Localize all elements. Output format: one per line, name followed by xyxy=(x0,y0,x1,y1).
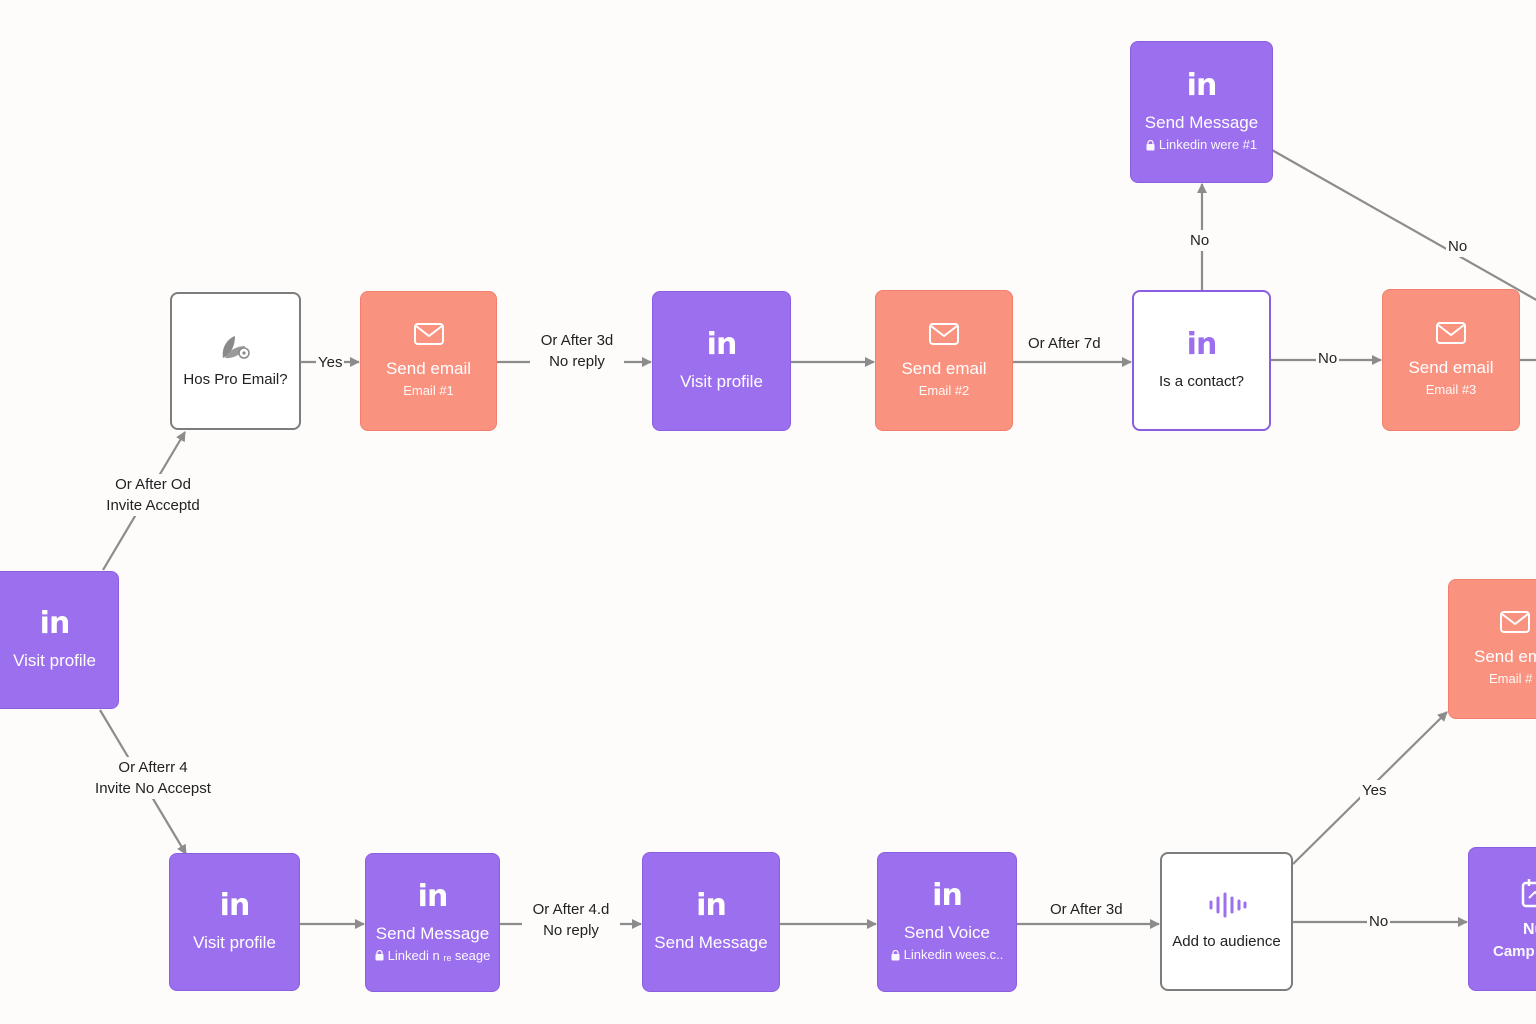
linkedin-icon: in xyxy=(932,878,963,913)
node-send-email-right[interactable]: Send em Email # xyxy=(1448,579,1536,719)
leaf-icon xyxy=(222,336,250,359)
envelope-icon xyxy=(1436,322,1466,344)
edge-label-after-4d: Or After 4.d No reply xyxy=(522,899,620,941)
linkedin-icon: in xyxy=(706,327,738,362)
edge-label-after-7d: Or After 7d xyxy=(1026,333,1103,354)
linkedin-icon: in xyxy=(1186,68,1218,103)
voice-wave-icon xyxy=(1209,892,1246,917)
node-has-pro-email[interactable]: Hos Pro Email? xyxy=(170,292,301,430)
node-send-email-2[interactable]: Send email Email #2 xyxy=(875,290,1013,431)
node-send-message-top[interactable]: in Send Message Linkedin were #1 xyxy=(1130,41,1273,183)
edge-label-invite-not-accepted: Or Afterr 4 Invite No Accepst xyxy=(80,757,226,799)
node-add-to-audience[interactable]: Add to audience xyxy=(1160,852,1293,991)
linkedin-icon: in xyxy=(1186,326,1218,362)
node-is-contact[interactable]: in Is a contact? xyxy=(1132,290,1271,431)
node-send-message-b2[interactable]: in Send Message xyxy=(642,852,780,992)
calendar-icon xyxy=(1521,879,1536,908)
linkedin-icon: in xyxy=(219,888,251,923)
edge-label-invite-accepted: Or After Od Invite Acceptd xyxy=(92,474,214,516)
lock-icon xyxy=(1146,139,1155,150)
edge-no-diag xyxy=(1271,149,1536,301)
node-send-email-1[interactable]: Send email Email #1 xyxy=(360,291,497,431)
node-send-message-b1[interactable]: in Send Message Linkedi n ᵣₑ seage xyxy=(365,853,500,992)
envelope-icon xyxy=(413,323,444,345)
node-visit-profile-2[interactable]: in Visit profile xyxy=(652,291,791,431)
edge-label-after-3d: Or After 3d No reply xyxy=(530,330,624,372)
node-nurture-campaign[interactable]: Nui Camp xyxy=(1468,847,1536,991)
edge-label-no-b: No xyxy=(1367,911,1391,932)
edge-label-no-right: No xyxy=(1316,348,1340,369)
edge-label-after-3d-b: Or After 3d xyxy=(1048,899,1125,920)
node-send-voice[interactable]: in Send Voice Linkedin wees.c.. xyxy=(877,852,1017,992)
edge-label-yes-1: Yes xyxy=(316,352,345,373)
edge-label-no-up: No xyxy=(1188,230,1212,251)
node-visit-profile-start[interactable]: in Visit profile xyxy=(0,571,119,709)
lock-icon xyxy=(375,950,384,961)
envelope-icon xyxy=(929,322,959,345)
linkedin-icon: in xyxy=(417,878,449,914)
node-send-email-3[interactable]: Send email Email #3 xyxy=(1382,289,1520,431)
envelope-icon xyxy=(1500,611,1530,633)
lock-icon xyxy=(891,949,900,960)
linkedin-icon: in xyxy=(696,888,727,923)
node-visit-profile-bottom[interactable]: in Visit profile xyxy=(169,853,300,991)
edge-label-no-diag: No xyxy=(1446,236,1470,257)
linkedin-icon: in xyxy=(39,606,71,641)
edge-label-yes-2: Yes xyxy=(1360,780,1389,801)
